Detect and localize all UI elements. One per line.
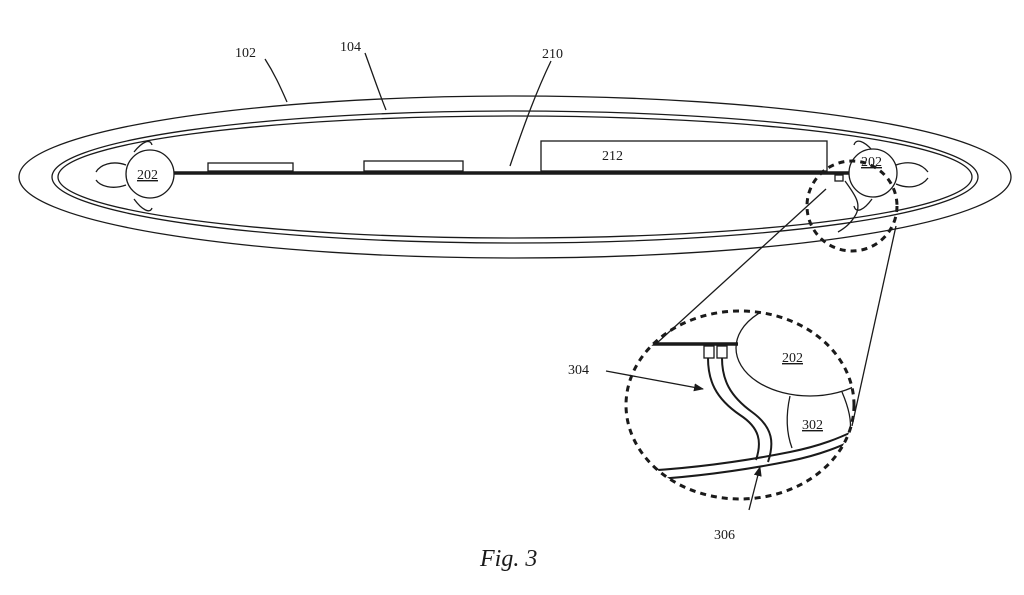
- detail-leader-right: [851, 225, 897, 427]
- cable-small: [837, 180, 859, 233]
- connector-pad-2: [716, 345, 728, 359]
- component-212: [540, 140, 828, 172]
- label-inner-shell: 104: [340, 40, 361, 55]
- label-leaders: [264, 52, 762, 511]
- main-assembly: [18, 95, 1012, 259]
- board-component-2: [363, 160, 464, 172]
- label-bumper-right: 202: [861, 155, 882, 170]
- detail-view: [624, 309, 856, 501]
- outer-shell: [18, 95, 1012, 259]
- inner-shell: [51, 110, 979, 244]
- label-bumper-left: 202: [137, 168, 158, 183]
- board-component-1: [207, 162, 294, 172]
- detail-leader-left: [656, 188, 827, 344]
- inner-shell-lining: [57, 115, 973, 239]
- shell-wall-detail: [626, 427, 854, 473]
- label-cable: 304: [568, 363, 589, 378]
- label-flex-link: 302: [802, 418, 823, 433]
- label-bumper-detail: 202: [782, 351, 803, 366]
- detail-circle-small: [805, 159, 899, 253]
- connector-small: [834, 174, 844, 182]
- cable-detail: [707, 357, 760, 461]
- figure-caption: Fig. 3: [479, 546, 537, 572]
- label-support-member: 210: [542, 47, 563, 62]
- label-component: 212: [602, 149, 623, 164]
- bumper-right-group: [848, 140, 929, 211]
- connector-pad-1: [703, 345, 715, 359]
- detail-circle-large: [624, 309, 856, 501]
- bumper-left-group: [95, 140, 175, 212]
- flex-link: [786, 395, 793, 449]
- label-attach-point: 306: [714, 528, 735, 543]
- label-outer-shell: 102: [235, 46, 256, 61]
